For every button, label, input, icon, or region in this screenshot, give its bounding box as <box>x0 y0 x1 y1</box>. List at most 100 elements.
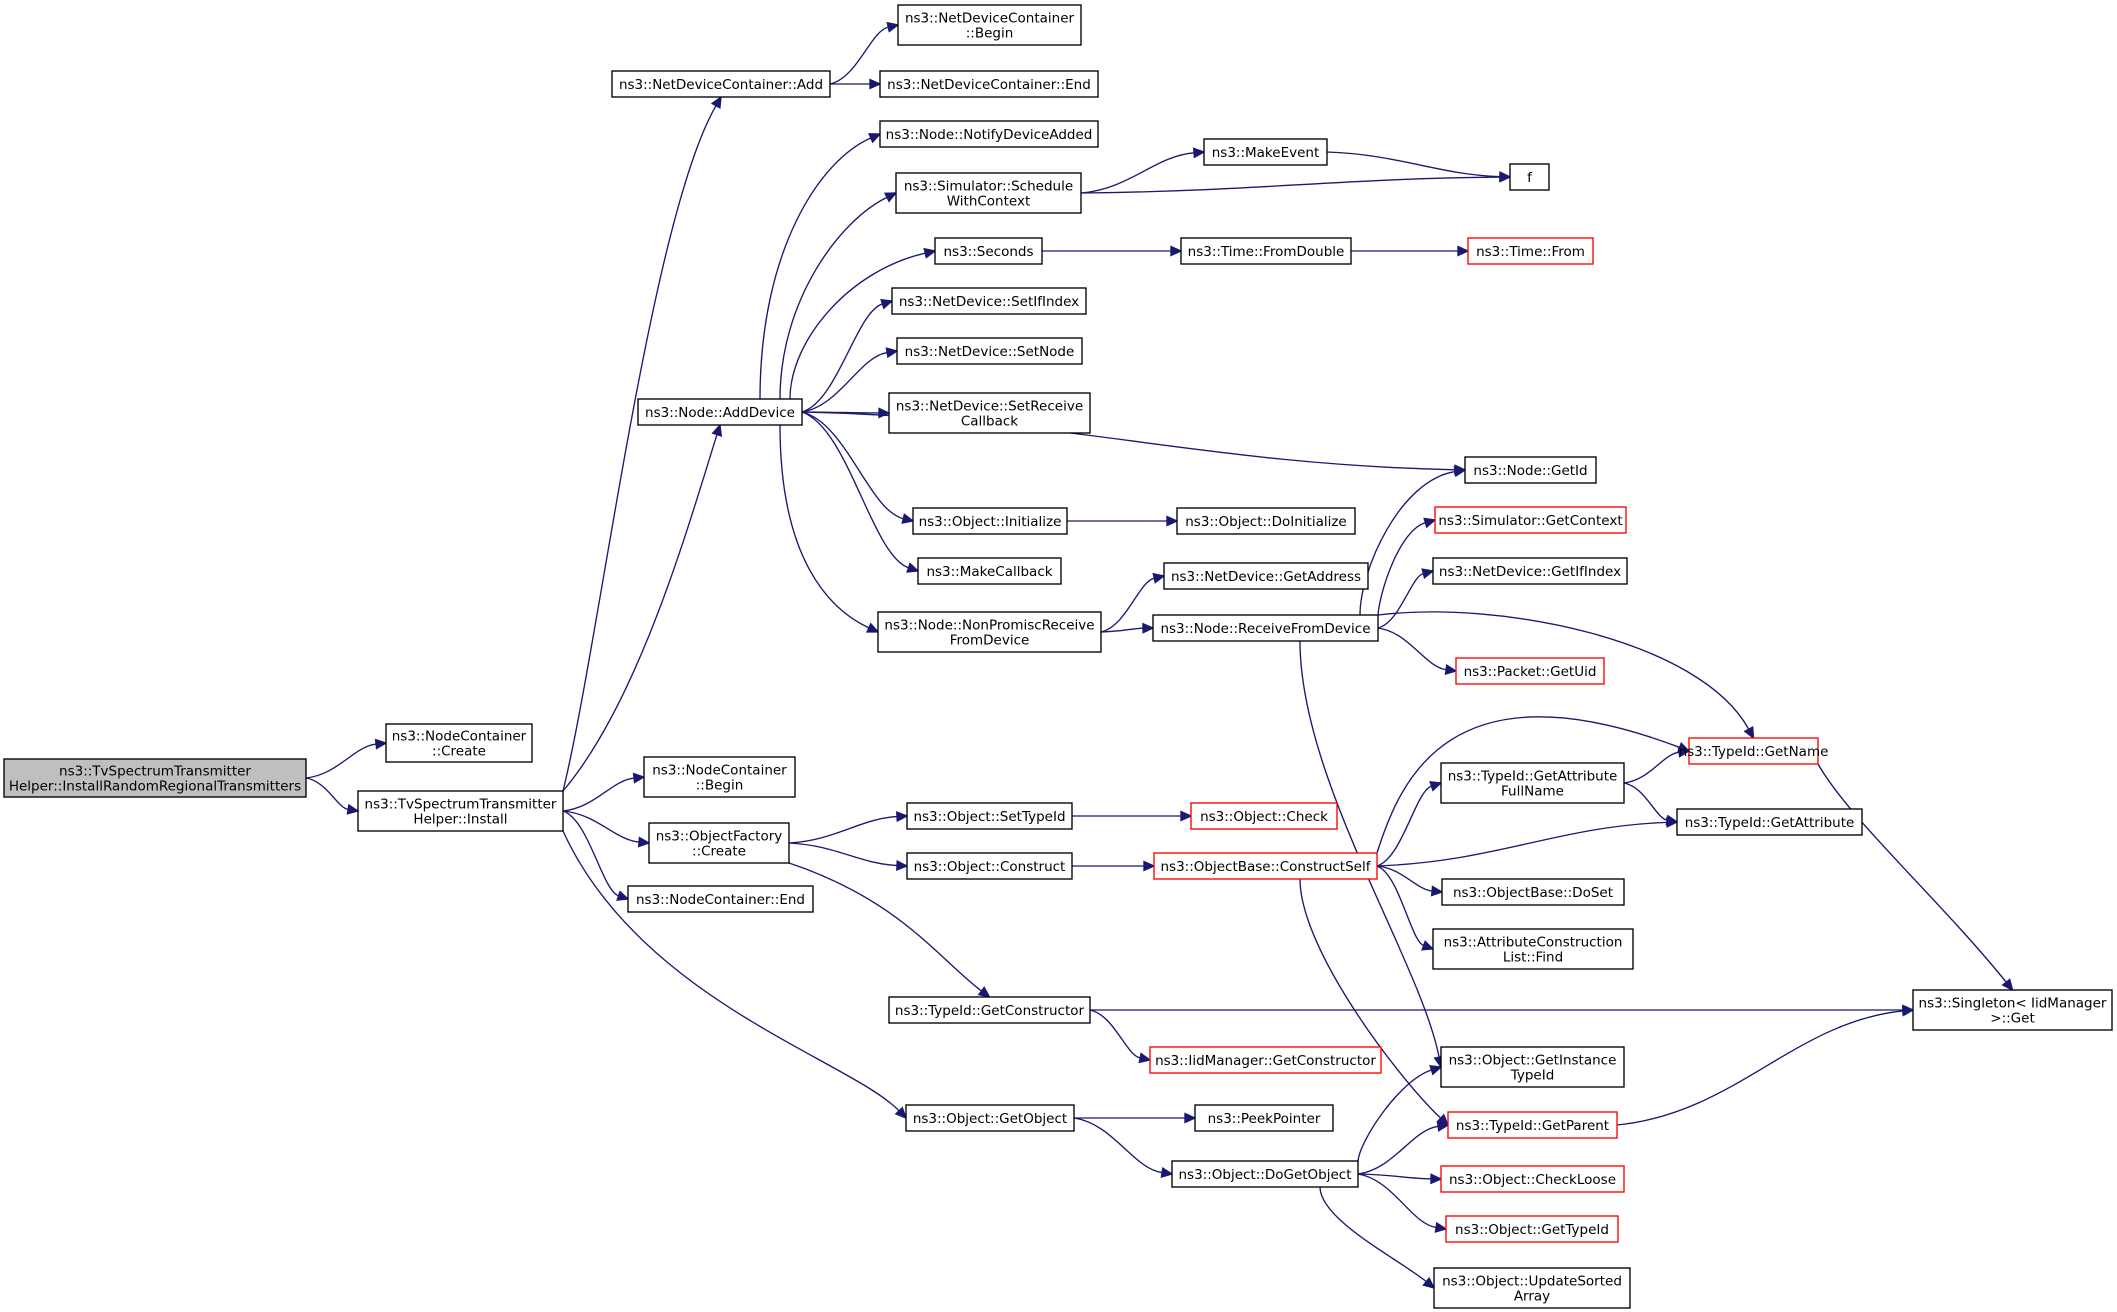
node-root[interactable]: ns3::TvSpectrumTransmitterHelper::Instal… <box>3 758 307 798</box>
edge-arrowhead <box>1138 1052 1152 1064</box>
edge-arrowhead <box>710 95 722 110</box>
node-nc-begin[interactable]: ns3::NodeContainer::Begin <box>643 756 796 798</box>
node-box <box>891 287 1087 315</box>
node-label-line: ns3::Object::Check <box>1200 809 1328 825</box>
node-box <box>879 120 1099 148</box>
node-setypeid[interactable]: ns3::Object::SetTypeId <box>906 802 1073 830</box>
node-makecallback[interactable]: ns3::MakeCallback <box>917 557 1062 585</box>
node-dogetobject[interactable]: ns3::Object::DoGetObject <box>1171 1160 1359 1188</box>
node-label-line: FromDevice <box>950 633 1030 649</box>
node-box <box>611 70 831 98</box>
node-f[interactable]: f <box>1509 163 1550 191</box>
node-getid[interactable]: ns3::Node::GetId <box>1464 456 1597 484</box>
node-box <box>917 557 1062 585</box>
node-box <box>888 996 1091 1024</box>
node-label-line: ns3::NodeContainer <box>652 763 787 779</box>
node-box <box>1152 614 1379 642</box>
node-initialize[interactable]: ns3::Object::Initialize <box>912 507 1068 535</box>
node-peekpointer[interactable]: ns3::PeekPointer <box>1194 1104 1334 1132</box>
node-getconstructor[interactable]: ns3::TypeId::GetConstructor <box>888 996 1091 1024</box>
edge-arrowhead <box>906 562 920 573</box>
edge-arrowhead <box>1430 885 1444 897</box>
node-getparent[interactable]: ns3::TypeId::GetParent <box>1447 1111 1618 1139</box>
node-label-line: ns3::NodeContainer::End <box>636 892 805 908</box>
edge-arrowhead <box>1901 1005 1915 1017</box>
node-ndc-begin[interactable]: ns3::NetDeviceContainer::Begin <box>897 4 1082 46</box>
node-label-line: ns3::TvSpectrumTransmitter <box>365 797 557 813</box>
node-getcontext[interactable]: ns3::Simulator::GetContext <box>1434 506 1627 534</box>
node-notify[interactable]: ns3::Node::NotifyDeviceAdded <box>879 120 1099 148</box>
node-checkloose[interactable]: ns3::Object::CheckLoose <box>1440 1165 1625 1193</box>
node-box <box>643 756 796 798</box>
node-makeevent[interactable]: ns3::MakeEvent <box>1203 138 1328 166</box>
node-getaddress[interactable]: ns3::NetDevice::GetAddress <box>1163 562 1369 590</box>
node-receivefrom[interactable]: ns3::Node::ReceiveFromDevice <box>1152 614 1379 642</box>
node-doset[interactable]: ns3::ObjectBase::DoSet <box>1441 878 1625 906</box>
node-label-line: ns3::AttributeConstruction <box>1444 935 1623 951</box>
node-install[interactable]: ns3::TvSpectrumTransmitterHelper::Instal… <box>357 790 564 832</box>
edge-getconstructor-to-iidgetconstructor <box>1089 1009 1141 1059</box>
edge-arrowhead <box>1665 814 1679 826</box>
node-label-line: ns3::NetDevice::SetIfIndex <box>899 294 1079 310</box>
edge-arrowhead <box>1444 664 1458 676</box>
node-singleton[interactable]: ns3::Singleton< IidManager>::Get <box>1912 989 2113 1031</box>
node-label-line: ns3::NetDeviceContainer::End <box>887 77 1091 93</box>
node-label-line: TypeId <box>1510 1068 1555 1084</box>
node-construct[interactable]: ns3::Object::Construct <box>906 852 1073 880</box>
node-getname[interactable]: ns3::TypeId::GetName <box>1679 737 1829 765</box>
node-iidgetconstructor[interactable]: ns3::IidManager::GetConstructor <box>1149 1046 1382 1074</box>
node-label-line: ns3::Time::FromDouble <box>1188 244 1345 260</box>
node-setnode[interactable]: ns3::NetDevice::SetNode <box>896 337 1083 365</box>
node-timefrom[interactable]: ns3::Time::From <box>1467 237 1594 265</box>
edge-adddevice-to-nonpromisc <box>779 424 870 629</box>
node-label-line: ns3::Object::GetObject <box>913 1111 1067 1127</box>
node-nc-create[interactable]: ns3::NodeContainer::Create <box>385 723 533 763</box>
node-box <box>934 237 1043 265</box>
node-label-line: ns3::NodeContainer <box>392 729 527 745</box>
node-getuid[interactable]: ns3::Packet::GetUid <box>1455 657 1605 685</box>
node-ndc-end[interactable]: ns3::NetDeviceContainer::End <box>879 70 1099 98</box>
node-getifindex[interactable]: ns3::NetDevice::GetIfIndex <box>1432 557 1628 585</box>
edge-constructself-to-getattribute <box>1376 821 1668 867</box>
node-label-line: ns3::NetDevice::SetReceive <box>896 399 1083 415</box>
edge-arrowhead <box>894 1106 908 1120</box>
node-check[interactable]: ns3::Object::Check <box>1190 802 1338 830</box>
node-label-line: WithContext <box>947 194 1031 210</box>
node-gettypeid[interactable]: ns3::Object::GetTypeId <box>1445 1215 1619 1243</box>
node-label-line: >::Get <box>1990 1011 2034 1027</box>
node-box <box>1432 928 1634 970</box>
node-adddevice[interactable]: ns3::Node::AddDevice <box>637 398 803 426</box>
node-label-line: ns3::ObjectBase::ConstructSelf <box>1161 859 1372 875</box>
node-factory[interactable]: ns3::ObjectFactory::Create <box>648 822 790 864</box>
edge-arrowhead <box>869 78 882 90</box>
node-getattribute[interactable]: ns3::TypeId::GetAttribute <box>1676 808 1863 836</box>
edge-arrowhead <box>885 347 899 359</box>
edge-factory-to-getconstructor <box>788 862 982 992</box>
node-constructself[interactable]: ns3::ObjectBase::ConstructSelf <box>1153 852 1378 880</box>
node-setifindex[interactable]: ns3::NetDevice::SetIfIndex <box>891 287 1087 315</box>
node-seconds[interactable]: ns3::Seconds <box>934 237 1043 265</box>
node-box <box>1509 163 1550 191</box>
node-getobject[interactable]: ns3::Object::GetObject <box>905 1104 1075 1132</box>
edge-arrowhead <box>346 803 360 815</box>
edge-arrowhead <box>865 622 880 633</box>
node-doinitialize[interactable]: ns3::Object::DoInitialize <box>1176 507 1356 535</box>
node-label-line: ns3::Object::SetTypeId <box>913 809 1065 825</box>
node-box <box>357 790 564 832</box>
node-box <box>1434 506 1627 534</box>
node-nc-end[interactable]: ns3::NodeContainer::End <box>627 885 814 913</box>
node-box <box>3 758 307 798</box>
edge-arrowhead <box>1453 466 1467 478</box>
node-ndc-add[interactable]: ns3::NetDeviceContainer::Add <box>611 70 831 98</box>
edge-arrowhead <box>616 890 630 901</box>
edge-arrowhead <box>1170 245 1183 257</box>
node-fromdouble[interactable]: ns3::Time::FromDouble <box>1180 237 1352 265</box>
edge-arrowhead <box>637 836 651 848</box>
